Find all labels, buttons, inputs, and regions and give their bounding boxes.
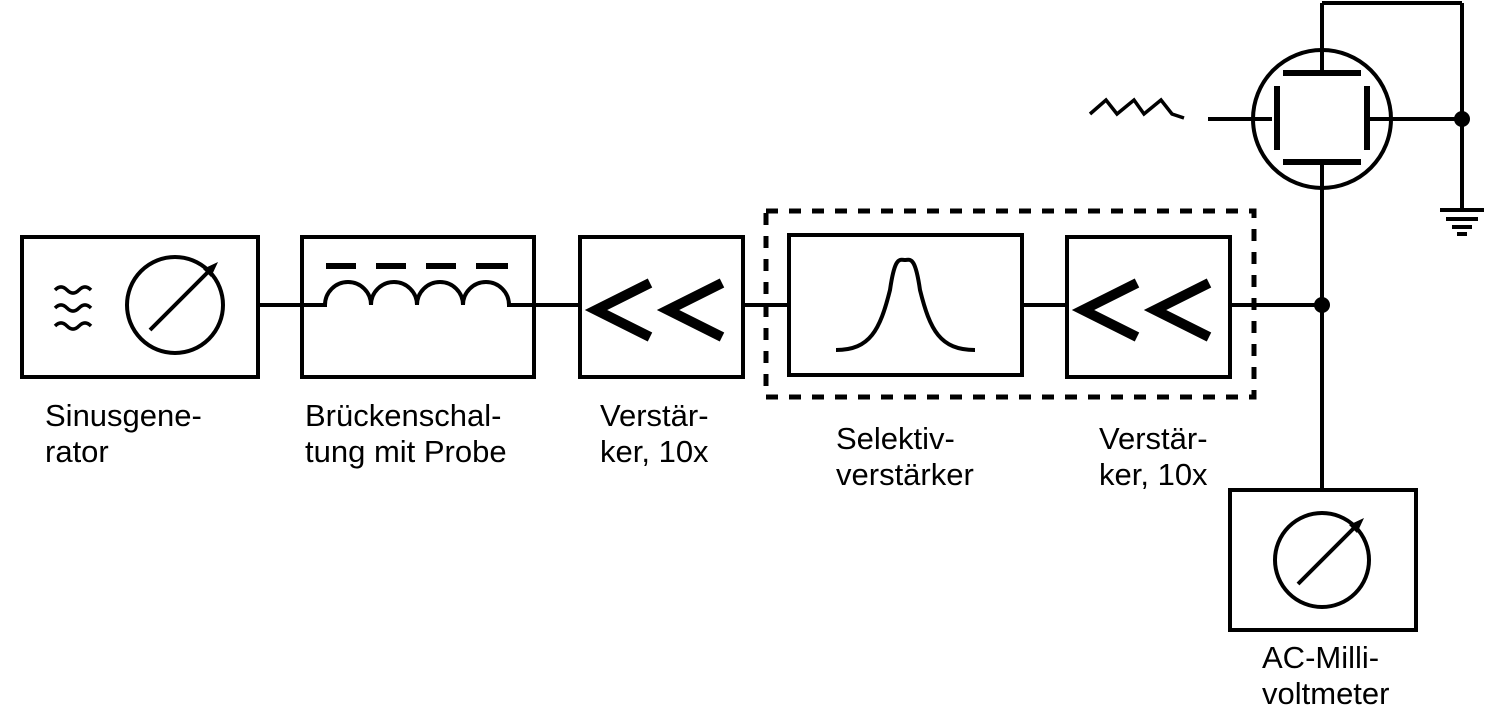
label-line: ker, 10x [1099, 457, 1208, 492]
label-line: verstärker [836, 457, 974, 492]
amplifier-icon [584, 278, 725, 342]
label-line: Verstär- [600, 398, 709, 433]
verstaerker1-label: Verstär- ker, 10x [600, 398, 709, 470]
label-line: Verstär- [1099, 421, 1208, 456]
verstaerker2-label: Verstär- ker, 10x [1099, 421, 1208, 493]
meter-icon [125, 255, 225, 355]
inductor-icon [302, 263, 534, 307]
ground-icon [1440, 208, 1484, 236]
bruecke-label: Brückenschal- tung mit Probe [305, 398, 507, 470]
verstaerker2-box [1065, 235, 1232, 379]
selektiv-box [787, 233, 1024, 377]
selektiv-label: Selektiv- verstärker [836, 421, 974, 493]
millivoltmeter-box [1228, 488, 1418, 632]
light-arrow-icon [1088, 97, 1185, 120]
selective-region-dashed [763, 208, 1257, 400]
amplifier-icon [1071, 278, 1212, 342]
label-line: tung mit Probe [305, 434, 507, 469]
label-line: voltmeter [1262, 676, 1390, 711]
label-line: Sinusgene- [45, 398, 202, 433]
label-line: ker, 10x [600, 434, 709, 469]
label-line: rator [45, 434, 109, 469]
meter-icon [1273, 511, 1371, 609]
label-line: AC-Milli- [1262, 640, 1380, 675]
junction-dot [1454, 111, 1470, 127]
sine-wave-icon [53, 285, 93, 331]
millivoltmeter-label: AC-Milli- voltmeter [1262, 640, 1389, 712]
resonance-peak-icon [835, 257, 976, 352]
label-line: Brückenschal- [305, 398, 502, 433]
label-line: Selektiv- [836, 421, 955, 456]
verstaerker1-box [578, 235, 745, 379]
sinusgenerator-box [20, 235, 260, 379]
transistor-icon [1208, 1, 1464, 208]
junction-dot [1314, 297, 1330, 313]
sinusgenerator-label: Sinusgene- rator [45, 398, 202, 470]
bruecke-box [300, 235, 536, 379]
